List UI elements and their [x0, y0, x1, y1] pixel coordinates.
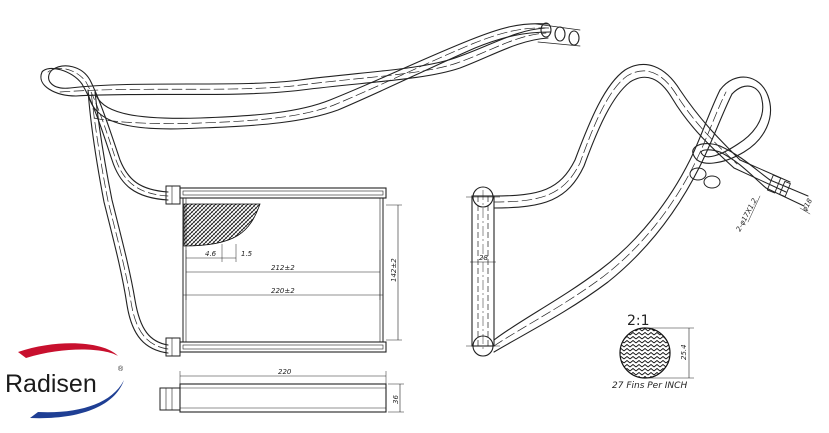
- left-hose-assembly: [40, 22, 581, 354]
- dim-detail-core: 25.4: [680, 344, 688, 360]
- dim-fin-thickness: 1.5: [241, 250, 253, 258]
- dim-side-tube: 28: [479, 254, 488, 262]
- right-pipe-assembly: [493, 63, 811, 353]
- dim-fin-pitch: 4.6: [205, 250, 217, 258]
- logo-registered-mark: ®: [118, 365, 124, 373]
- fin-detail: 2:1 25.4 27 Fins Per INCH: [612, 313, 694, 391]
- dim-pipe-thread: 2-φ17X1.2: [735, 197, 759, 233]
- dim-bottom-depth: 36: [392, 395, 400, 404]
- dim-inner-width: 212±2: [271, 264, 295, 272]
- side-view: [466, 186, 500, 357]
- dim-pipe-diameter: φ18: [801, 197, 815, 213]
- bottom-view: [159, 371, 404, 413]
- dim-bottom-width: 220: [278, 368, 292, 376]
- logo-wordmark: Radisen: [5, 370, 97, 398]
- dim-core-height: 142±2: [390, 258, 398, 282]
- front-core-view: [165, 185, 402, 357]
- detail-scale: 2:1: [627, 313, 650, 329]
- fins-per-inch-note: 27 Fins Per INCH: [612, 381, 687, 391]
- dim-outer-width: 220±2: [271, 287, 295, 295]
- radisen-logo: Radisen ®: [5, 343, 124, 419]
